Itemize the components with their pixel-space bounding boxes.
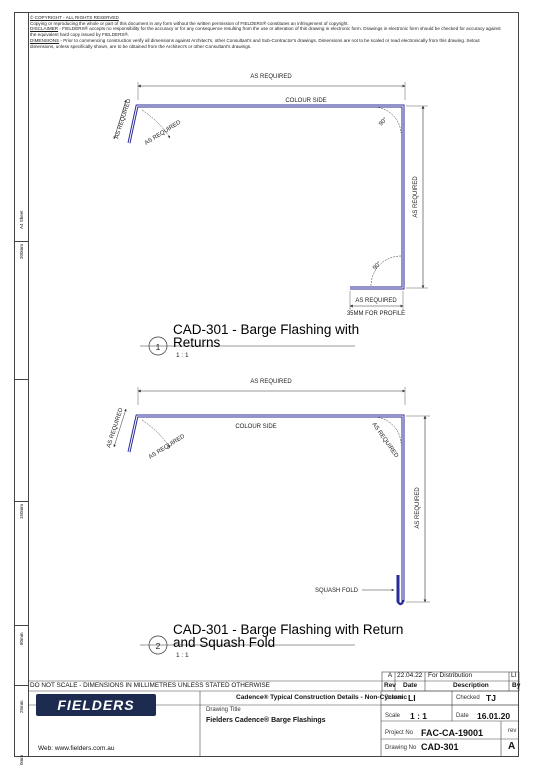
notice-block: © COPYRIGHT - ALL RIGHTS RESERVED Copyin… [30,15,520,49]
disclaimer-line: DISCLAIMER - FIELDERS® accepts no respon… [30,26,520,32]
drawing-title: Fielders Cadence® Barge Flashings [206,717,326,724]
detail-title-1-line-1: CAD-301 - Barge Flashing with [173,322,359,337]
scale-tick [15,625,29,626]
dimensions-heading: DIMENSIONS [30,37,60,43]
drawn-label: Drawn [385,695,403,701]
drawing-2-barge-flashing-squash-fold: AS REQUIRED COLOUR SIDE AS REQUIRED AS R… [106,379,430,659]
scale-label: Scale [385,713,401,719]
revision-col-date: Date [403,682,418,689]
drawing-title-label: Drawing Title [206,707,241,713]
dim-text-height: AS REQUIRED [413,176,419,218]
checked-value: TJ [486,693,496,703]
drawing-frame [28,12,519,757]
detail-scale-1: 1 : 1 [176,352,189,359]
drawing-no-value: CAD-301 [421,742,459,752]
scale-tick [15,501,29,502]
revision-col-rev: Rev [384,682,396,689]
date-value: 16.01.20 [477,711,511,721]
copyright-heading: © COPYRIGHT - ALL RIGHTS RESERVED [30,15,119,20]
do-not-scale-note: DO NOT SCALE - DIMENSIONS IN MILLIMETRES… [30,682,270,689]
revision-col-description: Description [453,682,489,689]
detail-number-2: 2 [156,641,161,651]
detail-title-2-line-2: and Squash Fold [173,635,275,650]
series-title: Cadence® Typical Construction Details - … [236,694,408,701]
drawn-value: LI [408,693,416,703]
project-no-label: Project No [385,730,414,736]
dim-text-return-2: AS REQUIRED [144,119,183,146]
dim-text-width: AS REQUIRED [250,379,292,385]
revision-description: For Distribution [428,672,473,679]
revision-rev: A [387,672,393,679]
drawing-1-barge-flashing-returns: AS REQUIRED COLOUR SIDE AS REQUIRED AS R… [113,74,428,359]
dim-text-return-bottom: AS REQUIRED [355,298,397,304]
flashing-profile-2-inner [128,415,404,600]
corner-arc [374,416,402,444]
detail-scale-2: 1 : 1 [176,652,189,659]
profile-note: 35MM FOR PROFILE [347,311,405,317]
dim-line-return [113,99,127,140]
disclaimer-text: - FIELDERS® accepts no responsibility fo… [58,26,501,32]
angle-arc-top [374,106,402,134]
dimensions-text-2: dimensions, unless specifically shown, a… [30,43,252,49]
dim-text-width: AS REQUIRED [250,74,292,80]
detail-number-1: 1 [156,342,161,352]
colour-side-label: COLOUR SIDE [285,98,326,104]
date-label: Date [456,713,469,719]
scale-tick [15,379,29,380]
angle-arc-bottom [370,255,402,287]
scale-tick [15,241,29,242]
dim-text-return-2: AS REQUIRED [148,433,187,460]
dimensions-text: - Prior to commencing construction verif… [59,37,480,43]
flashing-profile-1 [127,104,405,290]
squash-fold-label: SQUASH FOLD [315,588,359,594]
checked-label: Checked [456,695,480,701]
fielders-logo: FIELDERS [36,694,156,716]
colour-side-label: COLOUR SIDE [235,424,276,430]
dim-line-return [113,408,127,448]
dim-text-height: AS REQUIRED [415,487,421,529]
title-block: A 22.04.22 For Distribution LI Rev Date … [28,672,521,757]
dimensions-line: DIMENSIONS - Prior to commencing constru… [30,38,520,44]
project-no-value: FAC-CA-19001 [421,728,484,738]
rev-value: A [508,741,516,752]
copyright-text: Copying or reproducing the whole or part… [30,20,349,26]
website: Web: www.fielders.com.au [38,745,115,752]
dim-text-corner: AS REQUIRED [370,422,399,460]
flashing-profile-1-inner [128,105,404,289]
dim-arc-return [141,419,171,449]
angle-label-top: 90° [378,116,389,127]
scale-value: 1 : 1 [410,711,428,721]
squash-fold [396,575,405,606]
drawing-no-label: Drawing No [385,745,417,751]
detail-title-1-line-2: Returns [173,335,221,350]
detail-title-2-line-1: CAD-301 - Barge Flashing with Return [173,622,403,637]
revision-by: LI [511,672,517,679]
revision-col-by: By [512,682,521,689]
title-block-grid [28,671,520,757]
scale-sidebar: A4 Sheet 200mm 150mm 80mm 25mm 0mm [14,12,29,765]
scale-tick [15,685,29,686]
rev-label: rev [508,728,517,734]
disclaimer-text-2: the equivalent hard copy issued by FIELD… [30,32,130,38]
revision-date: 22.04.22 [397,672,423,679]
angle-label-bottom: 90° [372,260,383,271]
disclaimer-heading: DISCLAIMER [30,26,59,32]
dim-arc-return [141,109,171,139]
